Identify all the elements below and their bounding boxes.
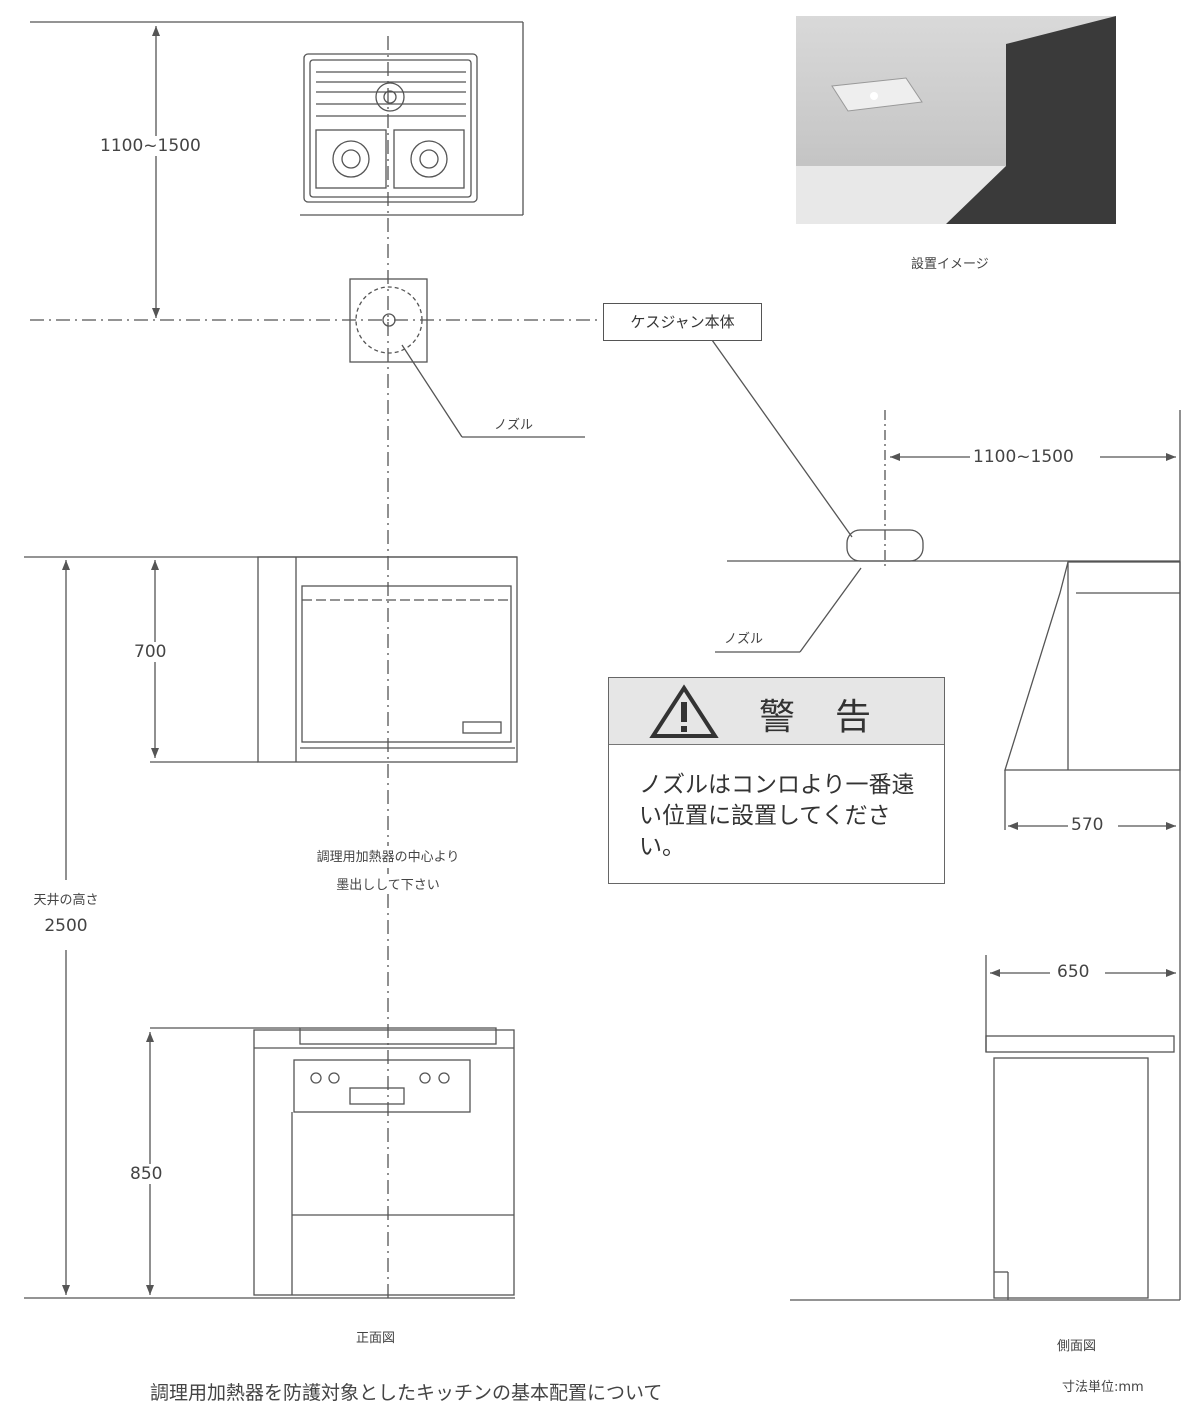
install-image-photo — [796, 16, 1116, 224]
nozzle-top-label: ノズル — [494, 418, 534, 433]
ceiling-height-label: 天井の高さ — [33, 893, 99, 908]
counter-height-label: 850 — [130, 1164, 163, 1184]
warning-triangle-icon — [649, 684, 719, 738]
warning-title: 警告 — [759, 697, 912, 738]
center-note-line2: 墨出しして下さい — [268, 874, 508, 893]
hood-depth-label: 570 — [1071, 815, 1104, 835]
top-dimension-label: 1100~1500 — [100, 136, 201, 156]
hood-height-label: 700 — [134, 642, 167, 662]
body-side — [846, 529, 924, 562]
body-callout-box: ケスジャン本体 — [603, 303, 762, 341]
footer-title: 調理用加熱器を防護対象としたキッチンの基本配置について — [150, 1382, 663, 1404]
front-view-caption: 正面図 — [356, 1331, 396, 1346]
warning-box: 警告 ノズルはコンロより一番遠い位置に設置してください。 — [608, 677, 945, 884]
stove-plan — [303, 53, 478, 203]
side-view-caption: 側面図 — [1057, 1339, 1097, 1354]
ceiling-height-value: 2500 — [44, 916, 88, 936]
hood-front — [301, 585, 512, 743]
center-note-line1: 調理用加熱器の中心より — [268, 846, 508, 865]
warning-header: 警告 — [609, 678, 944, 745]
unit-note: 寸法単位:mm — [1062, 1380, 1144, 1395]
nozzle-plan — [349, 278, 428, 363]
counter-side — [985, 1035, 1175, 1053]
body-callout-label: ケスジャン本体 — [630, 313, 735, 331]
install-image-caption: 設置イメージ — [911, 257, 989, 272]
side-horizontal-label: 1100~1500 — [973, 447, 1074, 467]
warning-message: ノズルはコンロより一番遠い位置に設置してください。 — [639, 772, 915, 860]
stove-front — [253, 1029, 515, 1296]
hood-side — [1004, 561, 1181, 771]
nozzle-side-label: ノズル — [724, 632, 764, 647]
counter-depth-label: 650 — [1057, 962, 1090, 982]
